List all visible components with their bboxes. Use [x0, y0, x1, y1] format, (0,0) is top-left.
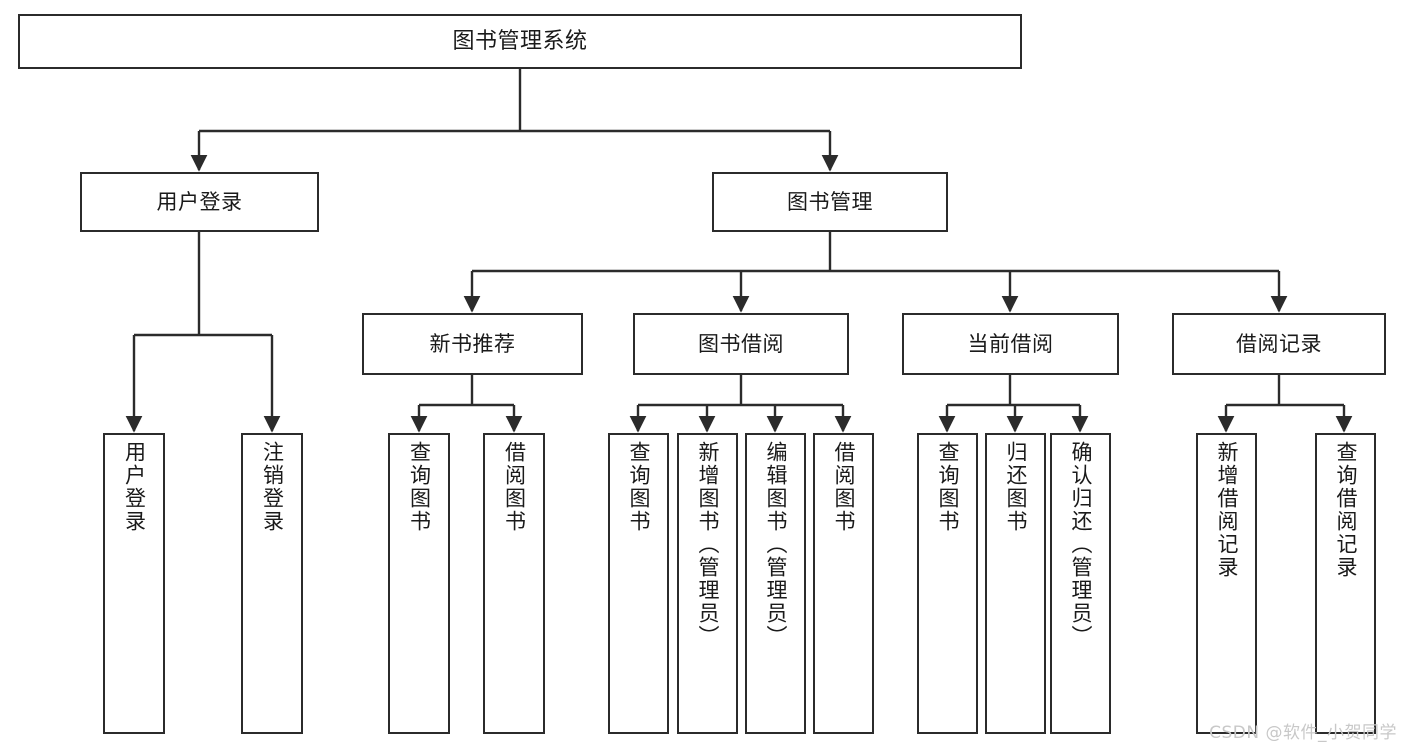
node-new-book-recommend-label: 新书推荐: [429, 331, 516, 356]
leaf-br-add-record[interactable]: 新增借阅记录: [1196, 433, 1257, 734]
leaf-user-login-label: 用户登录: [122, 441, 147, 533]
node-user-login-label: 用户登录: [156, 189, 243, 214]
leaf-cb-confirm-return[interactable]: 确认归还（管理员）: [1050, 433, 1111, 734]
leaf-bb-edit-book-label: 编辑图书（管理员）: [764, 441, 788, 648]
leaf-bb-query-book[interactable]: 查询图书: [608, 433, 669, 734]
leaf-nbr-borrow-book[interactable]: 借阅图书: [483, 433, 545, 734]
leaf-bb-add-book-label: 新增图书（管理员）: [696, 441, 720, 648]
node-root-label: 图书管理系统: [452, 28, 588, 54]
leaf-br-add-record-label: 新增借阅记录: [1215, 441, 1239, 579]
node-current-borrow-label: 当前借阅: [967, 331, 1054, 356]
leaf-nbr-query-book[interactable]: 查询图书: [388, 433, 450, 734]
leaf-br-query-record-label: 查询借阅记录: [1334, 441, 1358, 579]
node-book-management-label: 图书管理: [787, 189, 873, 214]
leaf-user-logout-label: 注销登录: [260, 441, 285, 533]
leaf-user-login[interactable]: 用户登录: [103, 433, 165, 734]
node-book-borrow-label: 图书借阅: [698, 331, 784, 356]
node-book-management[interactable]: 图书管理: [712, 172, 948, 232]
leaf-bb-borrow-book-label: 借阅图书: [832, 441, 856, 533]
leaf-cb-confirm-return-label: 确认归还（管理员）: [1069, 441, 1093, 648]
node-borrow-record-label: 借阅记录: [1236, 331, 1322, 356]
leaf-nbr-borrow-book-label: 借阅图书: [502, 441, 527, 533]
leaf-bb-query-book-label: 查询图书: [627, 441, 651, 533]
leaf-br-query-record[interactable]: 查询借阅记录: [1315, 433, 1376, 734]
leaf-cb-return-book[interactable]: 归还图书: [985, 433, 1046, 734]
leaf-user-logout[interactable]: 注销登录: [241, 433, 303, 734]
leaf-bb-borrow-book[interactable]: 借阅图书: [813, 433, 874, 734]
leaf-nbr-query-book-label: 查询图书: [407, 441, 432, 533]
node-borrow-record[interactable]: 借阅记录: [1172, 313, 1386, 375]
leaf-cb-return-book-label: 归还图书: [1004, 441, 1028, 533]
node-current-borrow[interactable]: 当前借阅: [902, 313, 1119, 375]
leaf-cb-query-book[interactable]: 查询图书: [917, 433, 978, 734]
node-new-book-recommend[interactable]: 新书推荐: [362, 313, 583, 375]
node-user-login[interactable]: 用户登录: [80, 172, 319, 232]
leaf-bb-add-book[interactable]: 新增图书（管理员）: [677, 433, 738, 734]
node-root[interactable]: 图书管理系统: [18, 14, 1022, 69]
csdn-watermark: CSDN @软件_小贺同学: [1209, 723, 1397, 743]
leaf-bb-edit-book[interactable]: 编辑图书（管理员）: [745, 433, 806, 734]
leaf-cb-query-book-label: 查询图书: [936, 441, 960, 533]
node-book-borrow[interactable]: 图书借阅: [633, 313, 849, 375]
